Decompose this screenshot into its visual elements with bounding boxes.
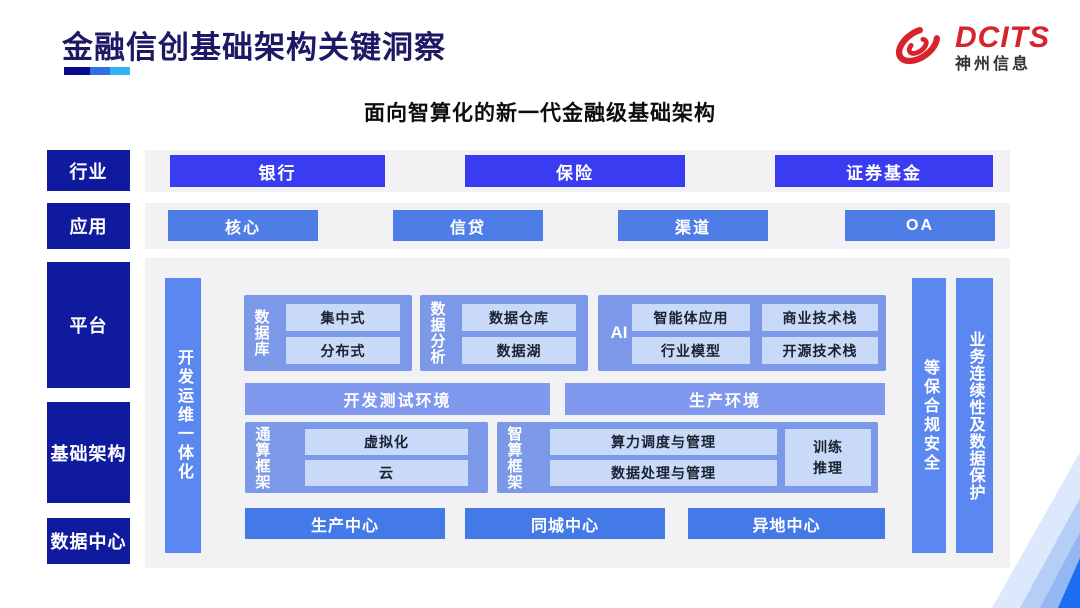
chip-industry-model: 行业模型 xyxy=(632,337,750,364)
industry-insurance: 保险 xyxy=(465,155,685,187)
chip-compute-scheduling: 算力调度与管理 xyxy=(550,429,777,455)
security-bar: 等保合规安全 xyxy=(912,278,946,553)
dcits-swirl-icon xyxy=(889,16,947,79)
general-compute-group: 通算框架 虚拟化 云 xyxy=(245,422,488,493)
chip-commercial-stack: 商业技术栈 xyxy=(762,304,878,331)
database-group-label: 数据库 xyxy=(252,309,270,357)
chip-virtualization: 虚拟化 xyxy=(305,429,468,455)
company-logo: DCITS 神州信息 xyxy=(889,16,1050,79)
app-channel: 渠道 xyxy=(618,210,768,241)
env-production: 生产环境 xyxy=(565,383,885,415)
logo-brand-text: DCITS xyxy=(955,20,1050,54)
industry-bank: 银行 xyxy=(170,155,385,187)
chip-agent-apps: 智能体应用 xyxy=(632,304,750,331)
logo-company-text: 神州信息 xyxy=(955,55,1032,73)
chip-train-infer: 训练 推理 xyxy=(785,429,871,486)
ai-group: AI 智能体应用 商业技术栈 行业模型 开源技术栈 xyxy=(598,295,886,371)
app-credit: 信贷 xyxy=(393,210,543,241)
page-title: 金融信创基础架构关键洞察 xyxy=(62,30,446,65)
rail-industry: 行业 xyxy=(47,150,130,191)
chip-data-lake: 数据湖 xyxy=(462,337,576,364)
devops-bar: 开发运维一体化 xyxy=(165,278,201,553)
chip-distributed: 分布式 xyxy=(286,337,400,364)
chip-centralized: 集中式 xyxy=(286,304,400,331)
center-remote: 异地中心 xyxy=(688,508,885,539)
database-group: 数据库 集中式 分布式 xyxy=(244,295,412,371)
rail-platform: 平台 xyxy=(47,262,130,388)
chip-opensource-stack: 开源技术栈 xyxy=(762,337,878,364)
chip-cloud: 云 xyxy=(305,460,468,486)
chip-data-warehouse: 数据仓库 xyxy=(462,304,576,331)
analytics-group-label: 数据分析 xyxy=(428,301,446,365)
diagram-title: 面向智算化的新一代金融级基础架构 xyxy=(364,102,716,125)
ai-compute-label: 智算框架 xyxy=(505,425,523,490)
ai-compute-group: 智算框架 算力调度与管理 数据处理与管理 训练 推理 xyxy=(497,422,878,493)
app-oa: OA xyxy=(845,210,995,241)
industry-securities: 证券基金 xyxy=(775,155,993,187)
title-underline xyxy=(64,67,130,75)
app-core: 核心 xyxy=(168,210,318,241)
continuity-bar: 业务连续性及数据保护 xyxy=(956,278,993,553)
analytics-group: 数据分析 数据仓库 数据湖 xyxy=(420,295,588,371)
rail-application: 应用 xyxy=(47,203,130,249)
chip-data-processing: 数据处理与管理 xyxy=(550,460,777,486)
rail-infrastructure: 基础架构 xyxy=(47,402,130,503)
center-production: 生产中心 xyxy=(245,508,445,539)
ai-group-label: AI xyxy=(610,323,628,342)
general-compute-label: 通算框架 xyxy=(253,425,271,490)
rail-datacenter: 数据中心 xyxy=(47,518,130,564)
env-dev-test: 开发测试环境 xyxy=(245,383,550,415)
center-same-city: 同城中心 xyxy=(465,508,665,539)
